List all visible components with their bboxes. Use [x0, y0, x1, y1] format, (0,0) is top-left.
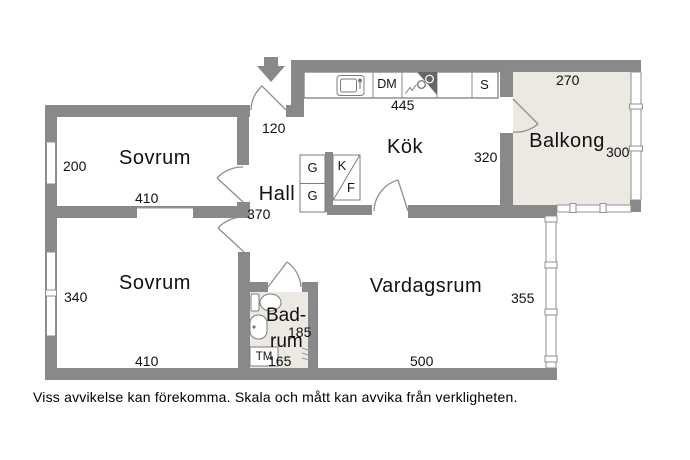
fixture-label-fridge: K	[337, 158, 347, 173]
room-label-kok: Kök	[387, 136, 423, 158]
toilet-icon	[250, 293, 282, 312]
walls	[45, 60, 641, 380]
fixture-label-wardrobe-top: G	[307, 160, 318, 175]
room-label-sovrum-bottom: Sovrum	[119, 272, 191, 294]
wardrobe-units	[299, 154, 361, 213]
room-label-balkong: Balkong	[529, 130, 605, 152]
shower-icon	[301, 347, 312, 361]
sink-icon	[336, 75, 365, 96]
doors	[216, 85, 539, 288]
disclaimer-text: Viss avvikelse kan förekomma. Skala och …	[33, 389, 518, 405]
room-label-badrum-line2: rum	[270, 331, 303, 352]
fixture-label-pantry: S	[480, 77, 489, 92]
door-bathroom	[267, 261, 302, 288]
door-bedroom-bottom	[217, 216, 245, 253]
dim-sovrum-bottom-bottom: 410	[135, 353, 159, 369]
washbasin-icon	[249, 314, 268, 340]
room-label-vardagsrum: Vardagsrum	[369, 275, 483, 297]
washing-machine-box	[249, 346, 279, 367]
entry-arrow-icon	[257, 57, 285, 82]
stove-icon	[405, 72, 437, 95]
dim-badrum-right: 185	[288, 324, 312, 340]
fixture-label-freezer: F	[347, 180, 355, 195]
room-label-sovrum-top: Sovrum	[119, 147, 191, 169]
dim-vardagsrum-right: 355	[511, 290, 535, 306]
dim-sovrum-top-left: 200	[63, 158, 87, 174]
balcony-railing-bottom	[556, 204, 632, 213]
dim-balkong-right: 300	[606, 144, 630, 160]
area-fills	[250, 72, 631, 368]
dim-hall-bottom: 370	[247, 206, 271, 222]
dim-kok-right: 320	[474, 149, 498, 165]
fixture-label-washing-machine: TM	[255, 351, 273, 363]
balcony-floor	[513, 72, 631, 205]
wall-niche	[137, 207, 193, 218]
room-label-hall: Hall	[258, 183, 296, 205]
door-kitchen	[373, 179, 409, 212]
windows	[45, 71, 643, 369]
dim-balkong-top: 270	[556, 72, 580, 88]
fixture-label-dishwasher: DM	[377, 77, 397, 91]
door-balcony	[512, 98, 539, 133]
fixture-label-wardrobe-bottom: G	[307, 188, 318, 203]
dim-hall-top: 120	[262, 120, 286, 136]
dim-sovrum-top-bottom: 410	[135, 190, 159, 206]
window-bedroom-top	[46, 141, 56, 185]
balcony-railing-right	[630, 71, 642, 201]
door-bedroom-top	[216, 166, 244, 203]
dim-vardagsrum-bottom: 500	[410, 353, 434, 369]
room-label-badrum-line1: Bad-	[266, 305, 307, 326]
entry-door	[250, 85, 287, 111]
window-livingroom	[545, 217, 557, 369]
dim-sovrum-bottom-left: 340	[64, 289, 88, 305]
dim-badrum-bottom: 165	[268, 353, 292, 369]
dim-kok-top: 445	[391, 97, 415, 113]
